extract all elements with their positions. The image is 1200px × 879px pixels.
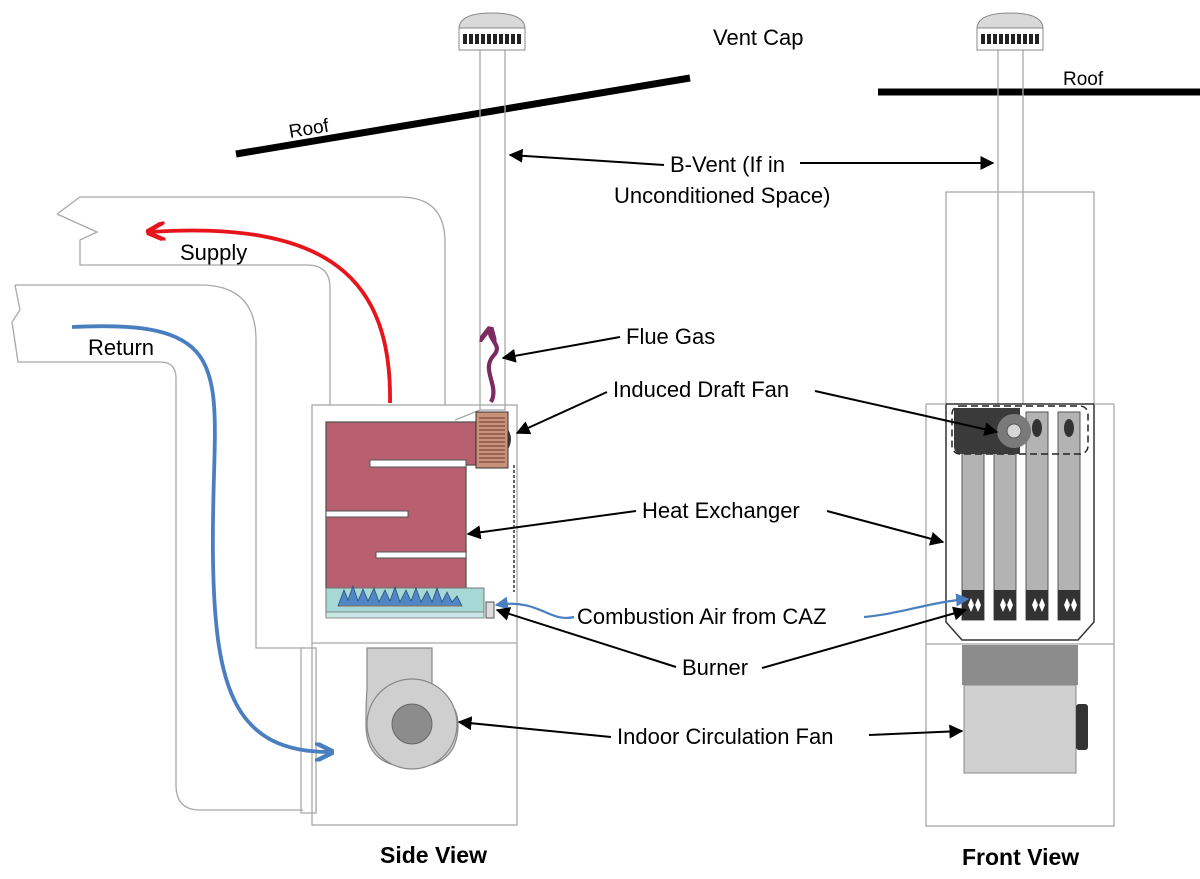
roof-side-line <box>235 74 691 158</box>
front-view-title: Front View <box>962 844 1079 870</box>
indoor-fan-front <box>962 645 1088 774</box>
b-vent-front <box>997 47 1024 429</box>
induced-draft-fan-label: Induced Draft Fan <box>613 377 789 402</box>
return-airflow-arrow <box>71 324 330 752</box>
burner-flames <box>337 584 463 607</box>
indoor-fan-side <box>365 647 459 770</box>
indoor-circulation-fan-label: Indoor Circulation Fan <box>617 724 833 749</box>
vent-cap-front <box>976 12 1044 51</box>
callouts: Vent Cap B-Vent (If in Unconditioned Spa… <box>457 25 999 749</box>
heat-exchanger-side <box>325 421 477 589</box>
supply-airflow-arrow <box>150 230 392 404</box>
combustion-air-label: Combustion Air from CAZ <box>577 604 826 629</box>
induced-draft-fan-side <box>475 411 511 469</box>
side-cabinet <box>311 404 518 826</box>
return-duct <box>11 284 303 811</box>
burner-label: Burner <box>682 655 748 680</box>
heat-exchanger-front <box>961 411 1081 621</box>
combustion-air-arrow-side <box>494 596 575 620</box>
side-view-title: Side View <box>380 842 487 868</box>
return-plenum <box>300 647 317 814</box>
side-view: Roof Supply Return Side View <box>11 12 691 868</box>
return-label: Return <box>88 335 154 360</box>
supply-label: Supply <box>180 240 247 265</box>
roof-front-label: Roof <box>1063 69 1104 90</box>
combustion-air-arrow-front <box>863 593 970 619</box>
b-vent-label: B-Vent (If in <box>670 152 785 177</box>
vent-cap-side <box>458 12 526 51</box>
burner-orifice <box>485 601 495 619</box>
vent-cap-label: Vent Cap <box>713 25 804 50</box>
flue-gas-arrow <box>489 330 499 403</box>
vent-chase <box>945 191 1095 408</box>
heat-exchanger-label: Heat Exchanger <box>642 498 800 523</box>
b-vent-label-2: Unconditioned Space) <box>614 183 830 208</box>
front-view: Roof Front View <box>878 12 1200 870</box>
heat-exchanger-slots <box>325 459 467 559</box>
supply-duct <box>56 196 446 405</box>
flue-gas-label: Flue Gas <box>626 324 715 349</box>
